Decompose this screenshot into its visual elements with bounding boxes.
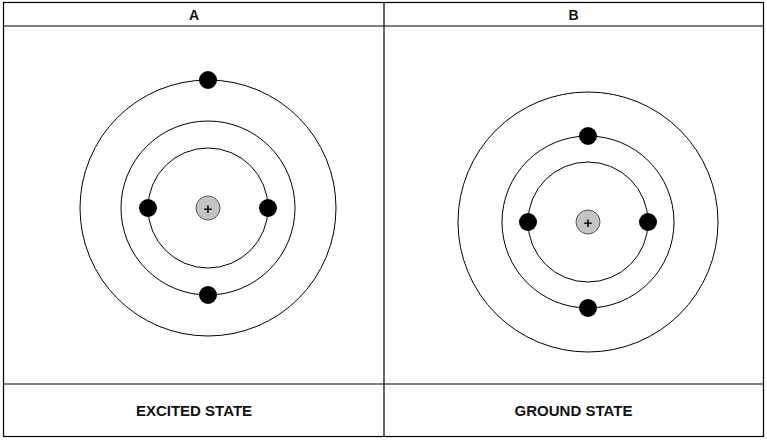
column-header: B [384,3,763,26]
cell-text: A [189,8,199,22]
electron [639,213,657,231]
electron [139,199,157,217]
excited-atom [80,71,336,336]
column-header: A [4,3,384,26]
charge-sign: + [584,215,593,230]
electron [199,71,217,89]
charge-sign: + [204,201,213,216]
orbit-ring [502,136,674,308]
header-divider [4,25,764,26]
electron [519,213,537,231]
electron [579,299,597,317]
footer-divider [4,383,764,384]
table-grid [4,3,764,437]
column-divider [383,3,384,437]
electron [259,199,277,217]
orbit-ring [528,162,648,282]
cell-text: EXCITED STATE [136,403,252,418]
table-border [4,3,764,437]
orbit-ring [458,92,718,352]
orbit-ring [148,148,268,268]
nucleus-fill [196,196,220,220]
cell-text: GROUND STATE [515,403,633,418]
ground-atom [458,92,718,352]
electron [199,286,217,304]
nucleus: + [575,209,601,235]
cell-text: B [568,8,578,22]
state-label: GROUND STATE [384,384,763,436]
nucleus-fill [576,210,600,234]
orbit-ring [121,121,295,295]
state-label: EXCITED STATE [4,384,384,436]
nucleus: + [195,195,221,221]
orbit-ring [80,80,336,336]
electron [579,127,597,145]
